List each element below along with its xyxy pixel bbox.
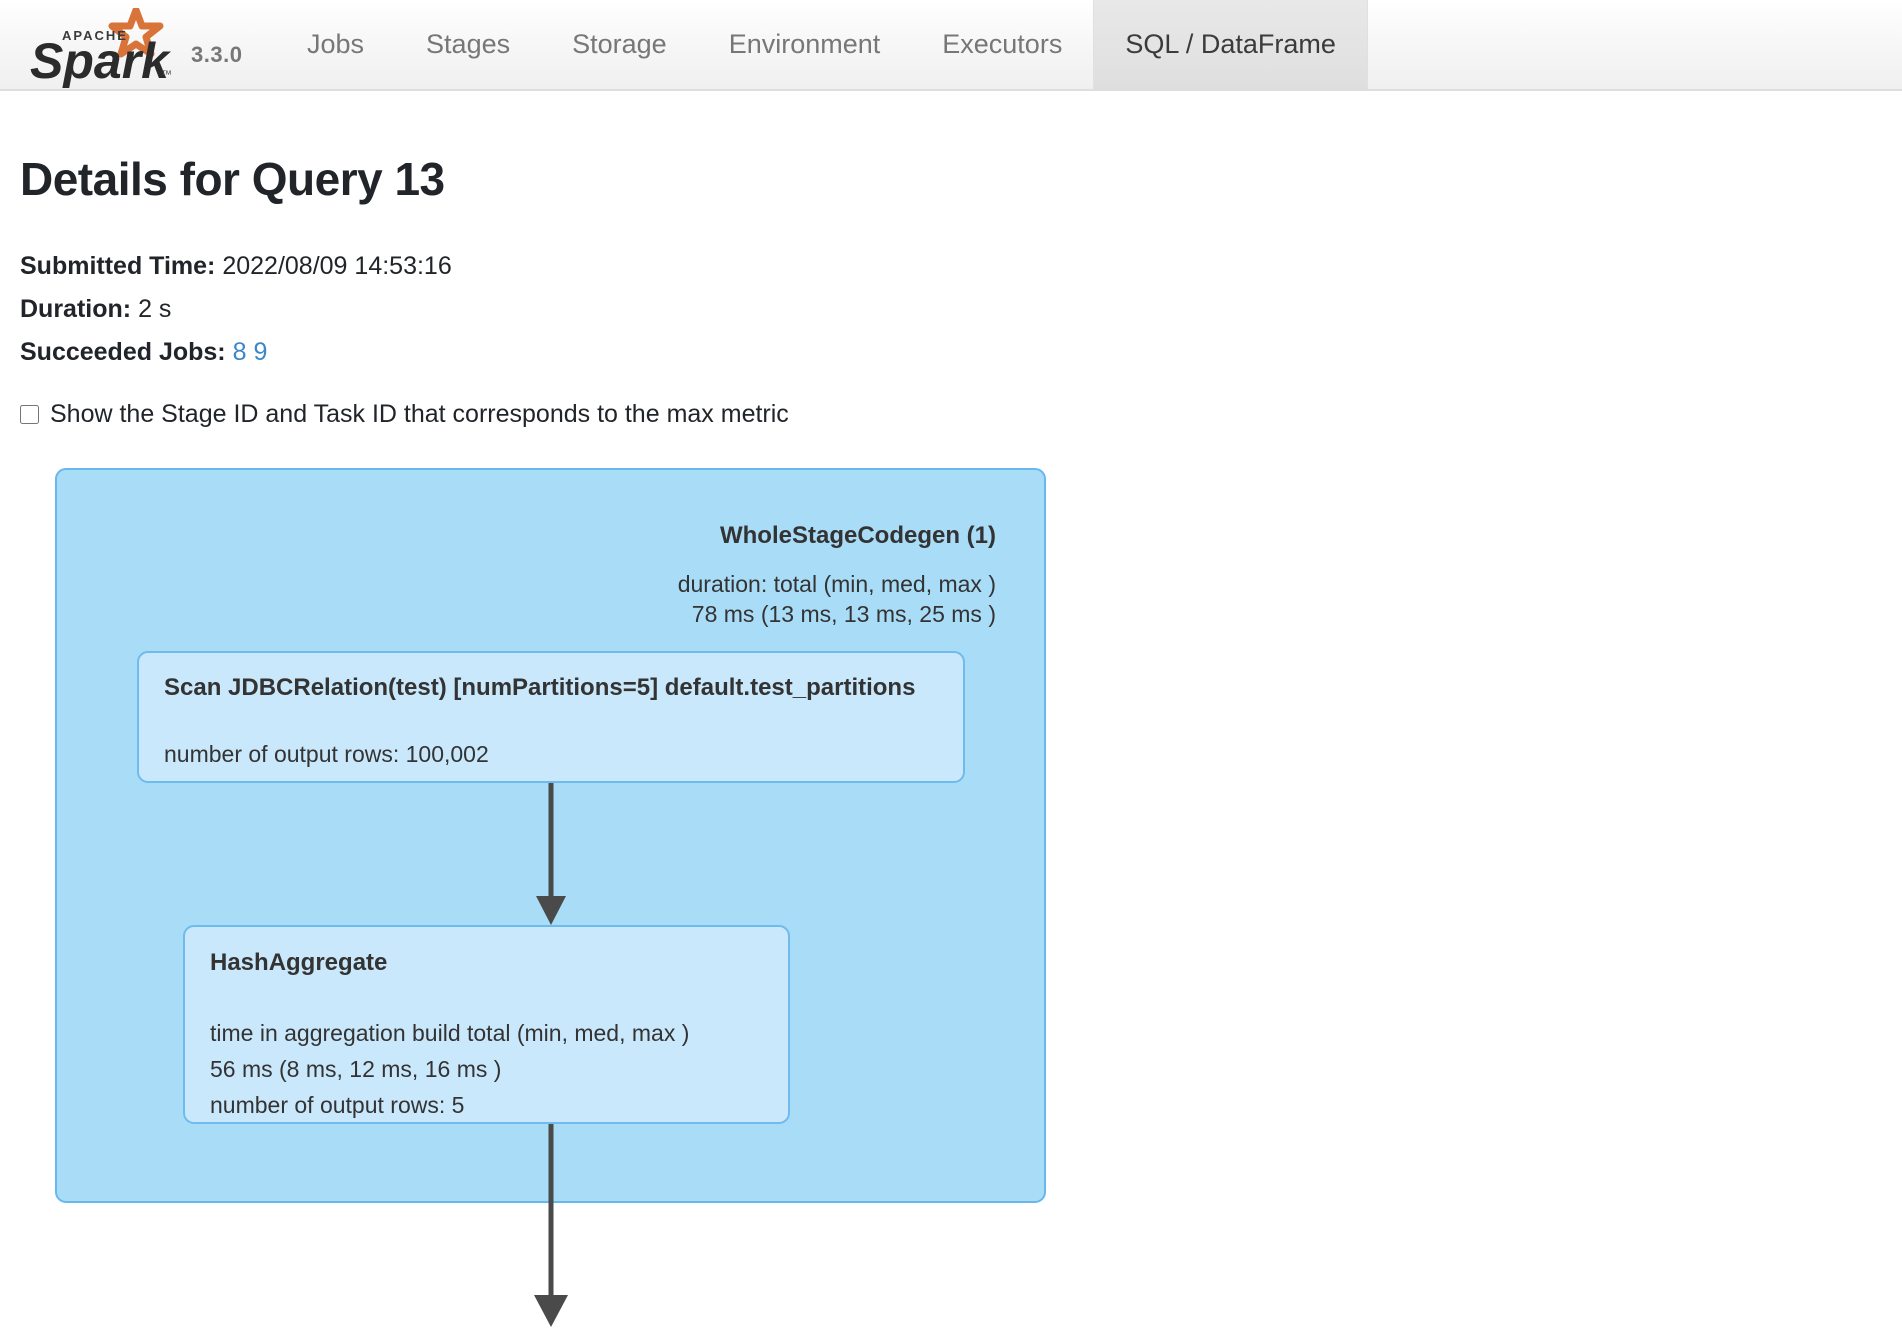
tab-environment[interactable]: Environment xyxy=(728,29,881,59)
spark-logo-icon: APACHE Spark ™ xyxy=(18,8,183,88)
svg-text:Spark: Spark xyxy=(30,33,171,88)
svg-text:APACHE: APACHE xyxy=(62,28,128,43)
query-metadata: Submitted Time: 2022/08/09 14:53:16 Dura… xyxy=(20,245,452,374)
succeeded-job-link-9[interactable]: 9 xyxy=(253,338,268,366)
tab-sql-dataframe[interactable]: SQL / DataFrame xyxy=(1093,0,1368,89)
submitted-time-row: Submitted Time: 2022/08/09 14:53:16 xyxy=(20,245,452,288)
plan-node-scan[interactable]: Scan JDBCRelation(test) [numPartitions=5… xyxy=(137,651,965,783)
cluster-title: WholeStageCodegen (1) xyxy=(719,522,996,549)
succeeded-jobs-label: Succeeded Jobs: xyxy=(20,338,226,366)
page-title: Details for Query 13 xyxy=(20,153,445,205)
duration-value: 2 s xyxy=(138,295,172,323)
nav-tabs: Jobs Stages Storage Environment Executor… xyxy=(276,0,1368,89)
physical-plan-graph: WholeStageCodegen (1) duration: total (m… xyxy=(55,468,1046,1203)
plan-node-hash-aggregate-title: HashAggregate xyxy=(210,949,388,976)
duration-label: Duration: xyxy=(20,295,132,323)
submitted-time-label: Submitted Time: xyxy=(20,252,216,280)
show-stage-task-id-label: Show the Stage ID and Task ID that corre… xyxy=(50,400,789,428)
tab-jobs[interactable]: Jobs xyxy=(307,29,365,59)
show-stage-task-id-checkbox[interactable] xyxy=(20,405,39,424)
plan-node-hash-aggregate[interactable]: HashAggregate time in aggregation build … xyxy=(183,925,790,1124)
show-stage-task-id-row[interactable]: Show the Stage ID and Task ID that corre… xyxy=(20,400,789,429)
svg-text:™: ™ xyxy=(161,69,172,81)
spark-version: 3.3.0 xyxy=(191,42,243,67)
cluster-metrics: duration: total (min, med, max ) 78 ms (… xyxy=(677,571,996,627)
tab-executors[interactable]: Executors xyxy=(942,29,1063,59)
plan-node-hash-aggregate-metrics: time in aggregation build total (min, me… xyxy=(210,1020,690,1118)
plan-node-scan-title: Scan JDBCRelation(test) [numPartitions=5… xyxy=(164,674,916,701)
succeeded-jobs-row: Succeeded Jobs: 8 9 xyxy=(20,331,452,374)
navbar: APACHE Spark ™ 3.3.0 Jobs Stages Storage… xyxy=(0,0,1902,91)
duration-row: Duration: 2 s xyxy=(20,288,452,331)
brand[interactable]: APACHE Spark ™ 3.3.0 xyxy=(18,0,242,88)
submitted-time-value: 2022/08/09 14:53:16 xyxy=(222,252,452,280)
tab-storage[interactable]: Storage xyxy=(572,29,667,59)
plan-node-scan-metrics: number of output rows: 100,002 xyxy=(164,741,489,767)
succeeded-job-link-8[interactable]: 8 xyxy=(232,338,247,366)
tab-stages[interactable]: Stages xyxy=(426,29,511,59)
